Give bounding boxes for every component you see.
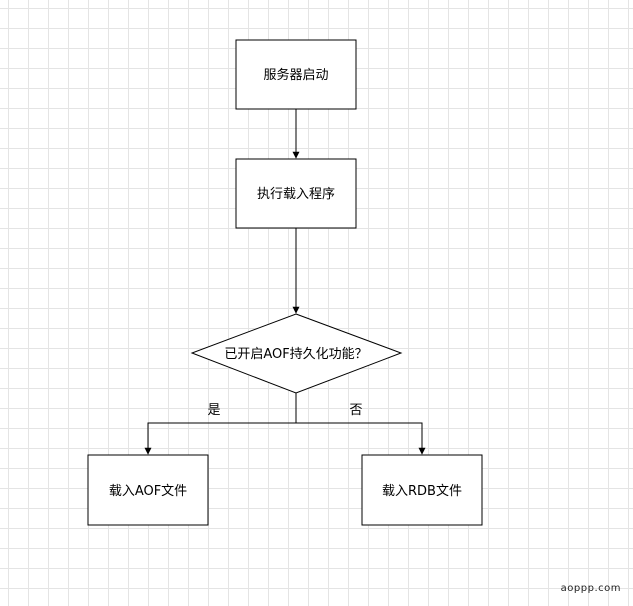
edge-decision-yes-branch: [144, 393, 297, 455]
node-load-aof[interactable]: 载入AOF文件: [87, 454, 209, 526]
watermark: aoppp.com: [560, 583, 621, 594]
node-load-program-label: 执行载入程序: [257, 187, 335, 202]
node-decision[interactable]: 已开启AOF持久化功能？: [190, 313, 403, 394]
node-load-rdb[interactable]: 载入RDB文件: [361, 454, 483, 526]
node-start[interactable]: 服务器启动: [235, 39, 357, 110]
node-load-rdb-label: 载入RDB文件: [382, 484, 462, 499]
node-start-label: 服务器启动: [263, 67, 328, 83]
edge-no-label: 否: [349, 403, 362, 418]
edge-decision-no-branch: [296, 422, 426, 455]
node-load-aof-label: 载入AOF文件: [109, 484, 187, 499]
edge-yes-label: 是: [207, 403, 220, 418]
node-load-program[interactable]: 执行载入程序: [235, 158, 357, 229]
node-decision-label: 已开启AOF持久化功能？: [224, 347, 367, 362]
